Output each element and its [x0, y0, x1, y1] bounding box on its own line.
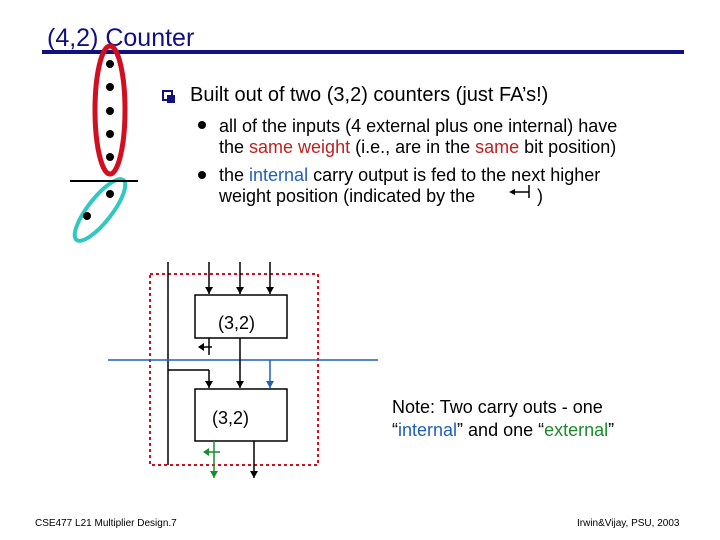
sub1-line1: all of the inputs (4 external plus one i… [219, 116, 618, 136]
sub1-line2: the same weight (i.e., are in the same b… [219, 137, 617, 157]
sub-bullet-icon [198, 121, 206, 129]
footer-right: Irwin&Vijay, PSU, 2003 [577, 518, 680, 529]
teal-ellipse [72, 177, 128, 243]
footer-left: CSE477 L21 Multiplier Design.7 [35, 518, 177, 529]
dot [106, 60, 114, 68]
dot [106, 130, 114, 138]
sub2-line1: the internal carry output is fed to the … [219, 165, 601, 185]
counter-top-box [194, 294, 288, 339]
counter-bottom-label: (3,2) [212, 408, 250, 428]
dot [106, 190, 114, 198]
slide-title: (4,2) Counter [47, 24, 195, 52]
sub-bullet-icon [198, 171, 206, 179]
red-ellipse [92, 43, 128, 177]
sub2-line2: weight position (indicated by the [219, 186, 476, 206]
dot [106, 83, 114, 91]
dashed-outline [149, 273, 319, 466]
main-bullet-icon [162, 90, 175, 103]
sub2-line2-close: ) [537, 186, 543, 206]
counter-top-label: (3,2) [218, 313, 256, 333]
title-underline [42, 50, 684, 54]
main-bullet-text: Built out of two (3,2) counters (just FA… [190, 84, 549, 106]
dot [83, 212, 91, 220]
dot [106, 107, 114, 115]
dot [106, 153, 114, 161]
note-text: Note: Two carry outs - one “internal” an… [392, 397, 615, 440]
counter-bottom-box [194, 388, 288, 442]
